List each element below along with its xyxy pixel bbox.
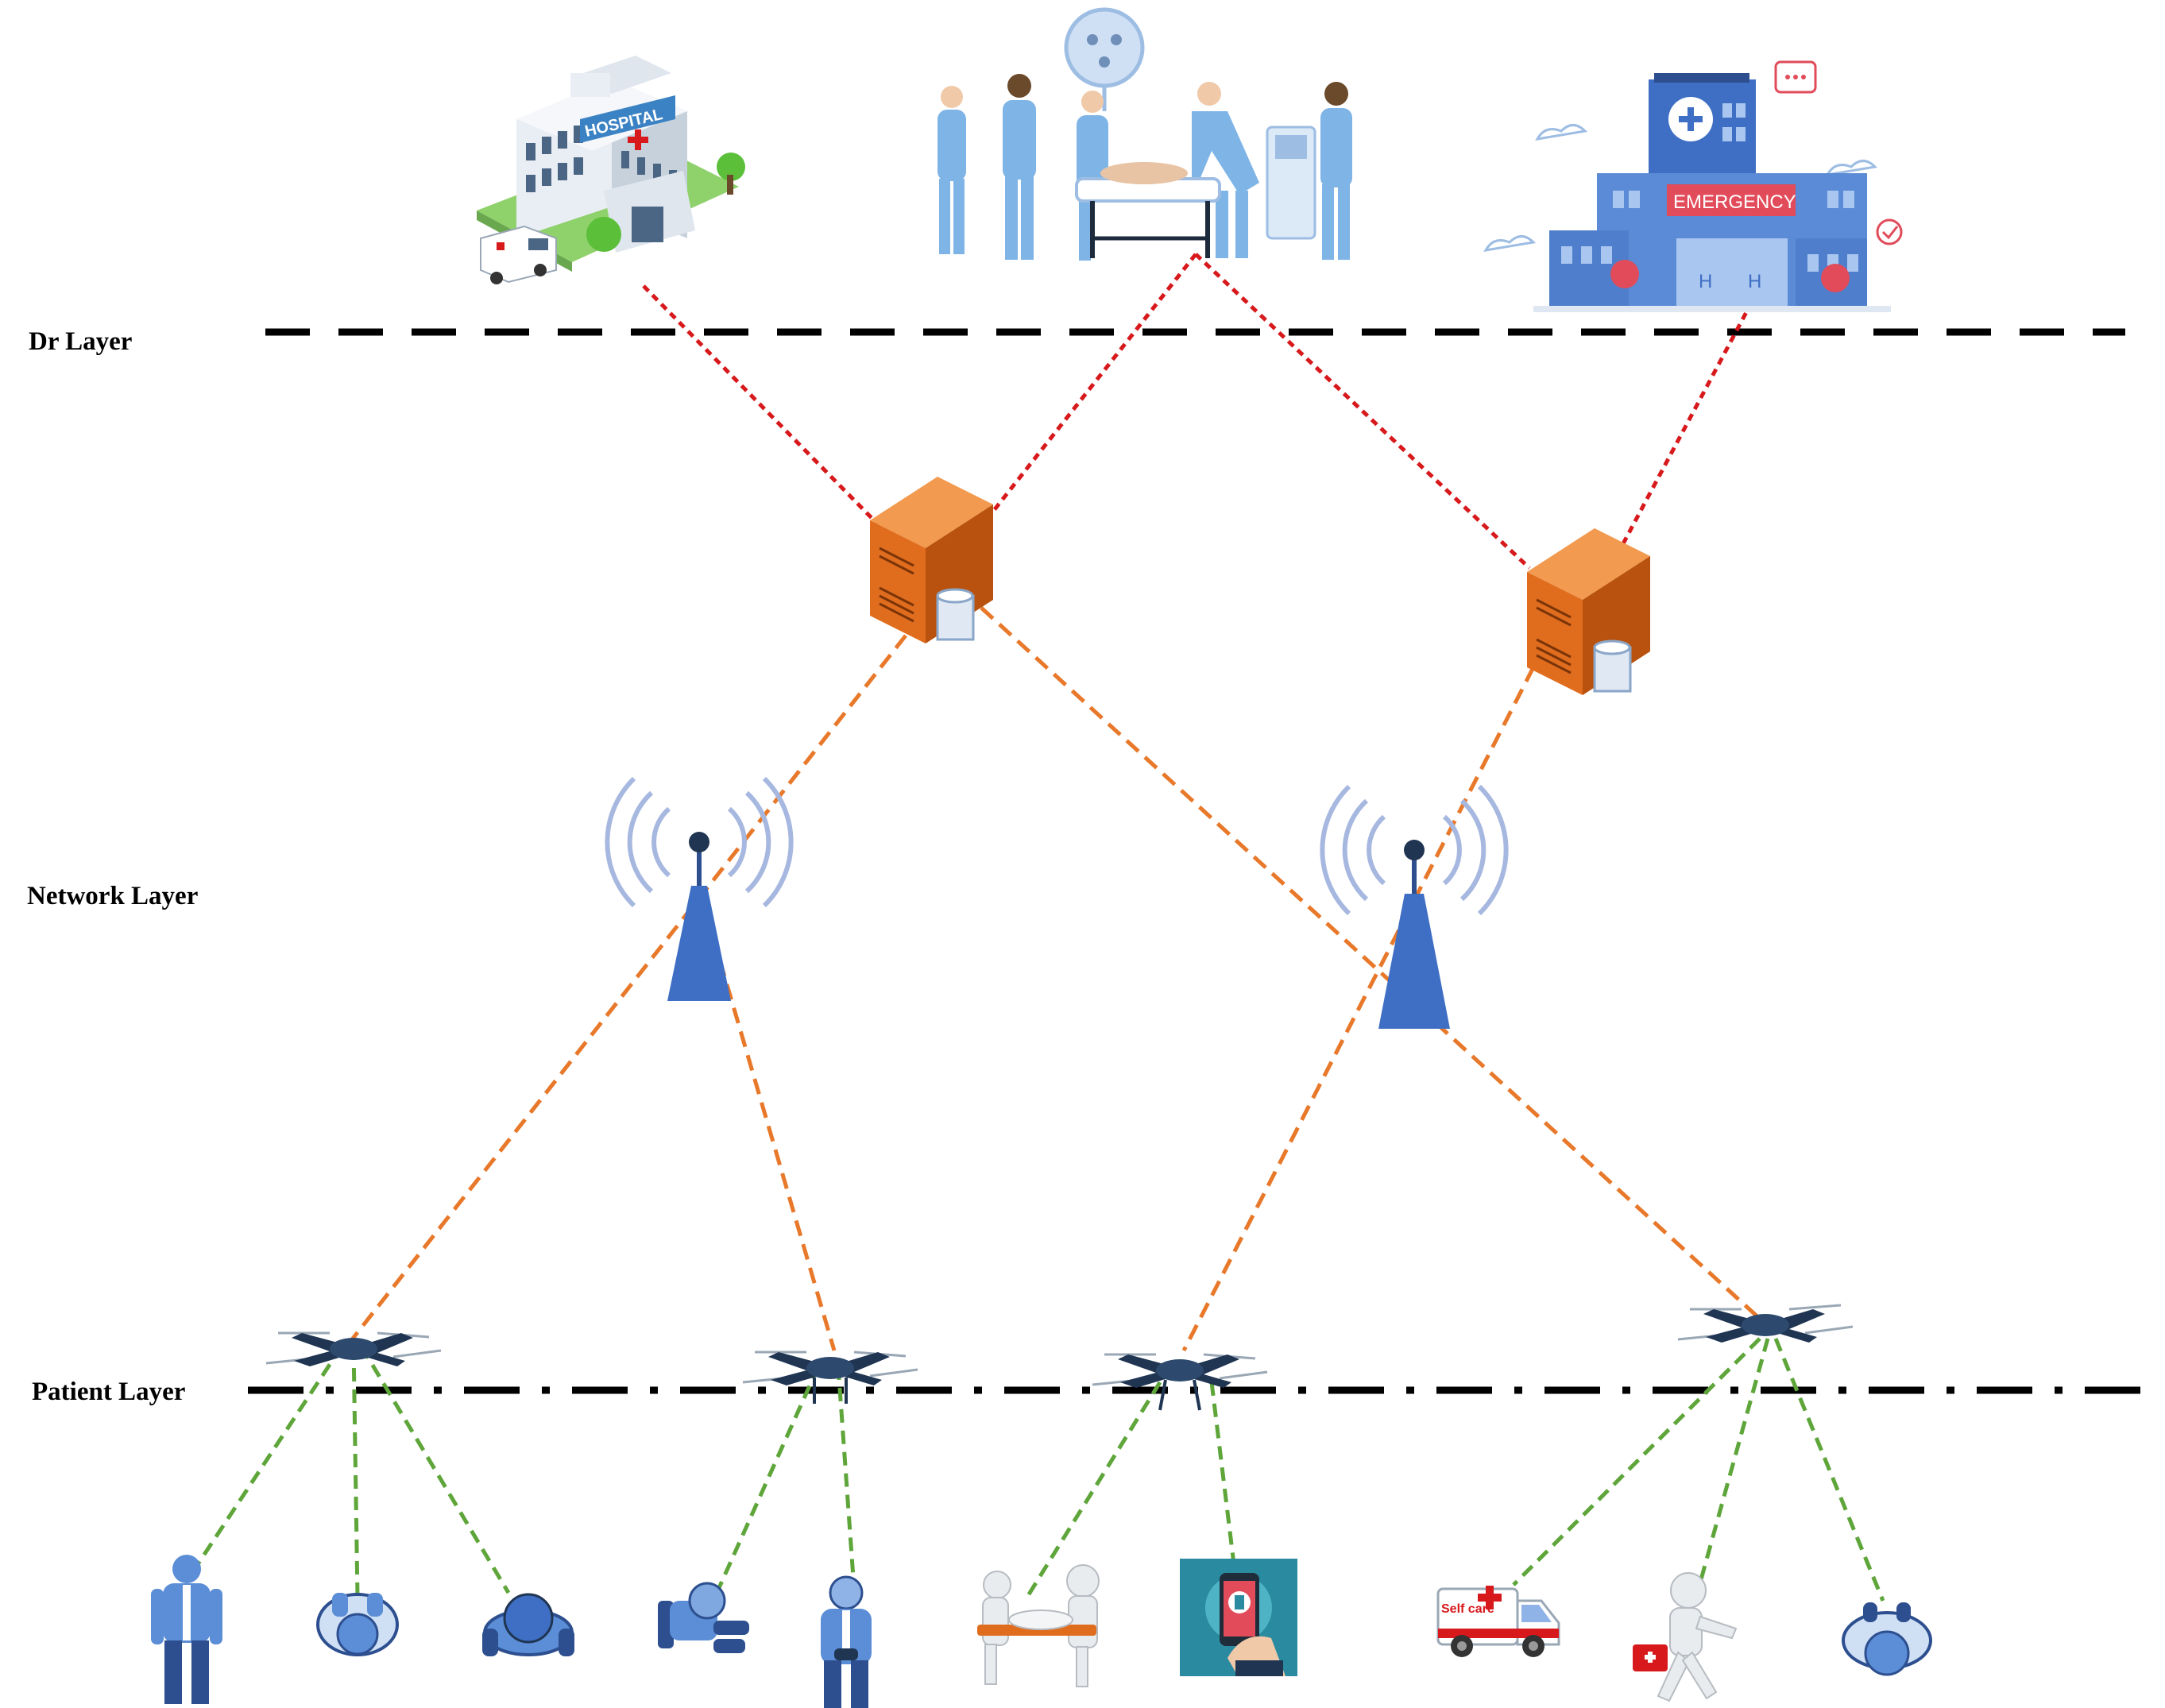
patient-top-view-icon — [1842, 1602, 1932, 1676]
server-icon — [870, 477, 993, 643]
hospital-building-icon: HOSPITAL — [477, 56, 745, 284]
emergency-door-h-left: H — [1699, 271, 1712, 292]
patient-standing-icon — [151, 1555, 222, 1704]
patient-link — [1512, 1337, 1761, 1586]
drone-icon — [265, 1331, 442, 1366]
emergency-building-icon: EMERGENCY H H — [1483, 60, 1903, 312]
dr-link — [988, 253, 1197, 518]
emergency-door-h-right: H — [1748, 271, 1761, 292]
patient-link — [359, 1345, 511, 1594]
dr-link — [1194, 253, 1531, 570]
wireless-tower-icon — [605, 776, 794, 1001]
patient-link — [192, 1345, 344, 1571]
network-link — [1181, 666, 1536, 1352]
network-layer-label: Network Layer — [27, 882, 198, 910]
patient-links — [192, 1337, 1885, 1602]
network-link — [980, 606, 1761, 1320]
patient-layer-label: Patient Layer — [32, 1378, 185, 1406]
patient-link — [713, 1365, 821, 1598]
server-icon — [1527, 528, 1650, 695]
patient-link — [1209, 1381, 1238, 1578]
network-link — [348, 634, 907, 1344]
phone-app-icon — [1180, 1559, 1297, 1676]
patient-link — [836, 1366, 856, 1590]
drone-icon — [1092, 1353, 1268, 1411]
wireless-tower-icon — [1320, 784, 1509, 1029]
patient-link — [1773, 1338, 1885, 1602]
patient-top-view-icon — [316, 1593, 399, 1656]
drone-icon — [742, 1351, 918, 1404]
dr-links — [642, 253, 1754, 570]
patient-link — [1694, 1338, 1770, 1598]
network-links — [348, 606, 1761, 1352]
patient-link — [351, 1346, 360, 1598]
ambulance-text: Self care — [1441, 1602, 1494, 1616]
dr-link — [642, 284, 880, 526]
patient-sitting-icon — [658, 1582, 749, 1653]
patient-bending-icon — [821, 1575, 872, 1708]
emergency-sign-text: EMERGENCY — [1673, 191, 1796, 213]
patient-top-view-icon — [482, 1593, 574, 1656]
dr-layer-label: Dr Layer — [29, 327, 132, 356]
stretcher-icon — [977, 1564, 1100, 1687]
dr-link — [1618, 300, 1754, 550]
drone-icon — [1677, 1304, 1854, 1343]
ambulance-icon: Self care — [1436, 1586, 1560, 1657]
paramedic-icon — [1633, 1572, 1738, 1702]
surgical-team-icon — [938, 7, 1352, 261]
